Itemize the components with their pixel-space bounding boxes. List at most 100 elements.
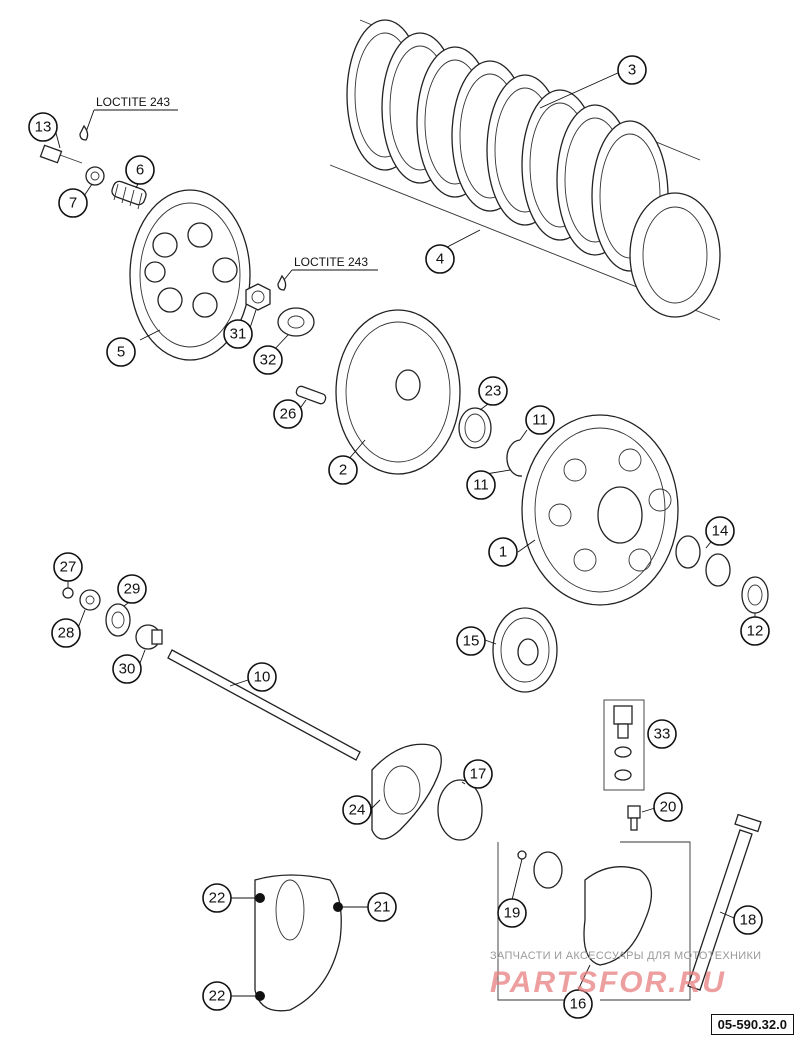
svg-text:23: 23 — [485, 383, 502, 400]
svg-text:11: 11 — [473, 477, 489, 494]
screw — [39, 144, 83, 164]
callout-16: 16 — [563, 989, 593, 1019]
watermark-logo: PARTSFOR.RU — [490, 966, 726, 999]
callout-2: 2 — [328, 455, 358, 485]
bleed-screw — [627, 805, 641, 831]
svg-text:13: 13 — [35, 119, 52, 136]
svg-text:30: 30 — [119, 661, 136, 678]
callout-10: 10 — [247, 662, 277, 692]
svg-text:27: 27 — [60, 559, 77, 576]
primary-gear — [492, 607, 558, 693]
axial-bearing — [105, 603, 131, 637]
callout-31: 31 — [223, 319, 253, 349]
callout-29: 29 — [117, 574, 147, 604]
callout-24: 24 — [342, 795, 372, 825]
svg-text:21: 21 — [374, 899, 391, 916]
callout-14: 14 — [705, 516, 735, 546]
pin — [295, 385, 327, 405]
loctite-label: LOCTITE 243 — [294, 255, 368, 269]
pressure-piece — [135, 624, 163, 650]
callout-1: 1 — [488, 537, 518, 567]
callout-26: 26 — [273, 399, 303, 429]
svg-text:33: 33 — [654, 726, 671, 743]
loctite-note-1: LOCTITE 243 — [79, 95, 178, 141]
gasket — [371, 743, 442, 840]
svg-text:26: 26 — [280, 406, 297, 423]
svg-text:18: 18 — [740, 912, 757, 929]
callout-11b: 11 — [466, 470, 496, 500]
watermark-tagline: ЗАПЧАСТИ И АКСЕССУАРЫ ДЛЯ МОТОТЕХНИКИ — [490, 950, 762, 962]
callout-28: 28 — [51, 618, 81, 648]
svg-text:5: 5 — [117, 344, 125, 361]
loctite-label: LOCTITE 243 — [96, 95, 170, 109]
slave-cylinder-group — [497, 841, 691, 1001]
svg-text:15: 15 — [463, 633, 480, 650]
callout-23: 23 — [478, 376, 508, 406]
bleed-syringe — [687, 813, 762, 991]
svg-text:6: 6 — [136, 162, 144, 179]
pressure-plate — [129, 189, 251, 361]
nut — [245, 283, 271, 311]
push-rod — [167, 649, 361, 761]
svg-text:7: 7 — [69, 195, 77, 212]
callout-5: 5 — [106, 337, 136, 367]
svg-text:10: 10 — [254, 669, 271, 686]
svg-text:24: 24 — [349, 802, 366, 819]
spring — [111, 180, 147, 210]
callout-22a: 22 — [202, 883, 232, 913]
svg-text:1: 1 — [499, 544, 507, 561]
thrust-washer — [458, 407, 492, 449]
callout-27: 27 — [53, 552, 83, 582]
banjo-bolt-kit — [603, 699, 645, 791]
svg-text:31: 31 — [230, 326, 247, 343]
document-code: 05-590.32.0 — [710, 1014, 794, 1035]
svg-text:16: 16 — [570, 996, 587, 1013]
callout-21: 21 — [367, 892, 397, 922]
circlip-small — [62, 587, 74, 599]
bearing-washer — [741, 576, 769, 614]
circlip — [506, 439, 523, 477]
callout-15: 15 — [456, 626, 486, 656]
callout-4: 4 — [425, 244, 455, 274]
washer — [85, 166, 105, 186]
svg-text:29: 29 — [124, 581, 141, 598]
svg-text:19: 19 — [504, 905, 521, 922]
lock-washer — [277, 307, 315, 337]
svg-text:20: 20 — [660, 799, 677, 816]
o-ring — [437, 779, 483, 841]
needle-bearing — [675, 535, 731, 587]
callout-12: 12 — [740, 616, 770, 646]
svg-text:17: 17 — [470, 766, 487, 783]
inner-clutch-hub — [335, 309, 461, 475]
loctite-note-2: LOCTITE 243 — [277, 255, 378, 291]
svg-text:12: 12 — [747, 623, 764, 640]
callout-17: 17 — [463, 759, 493, 789]
svg-text:22: 22 — [209, 890, 226, 907]
svg-text:14: 14 — [712, 523, 729, 540]
svg-text:3: 3 — [628, 62, 636, 79]
svg-text:11: 11 — [532, 412, 548, 429]
callout-30: 30 — [112, 654, 142, 684]
callout-22b: 22 — [202, 981, 232, 1011]
svg-text:22: 22 — [209, 988, 226, 1005]
callout-33: 33 — [647, 719, 677, 749]
svg-text:2: 2 — [339, 462, 347, 479]
callout-20: 20 — [653, 792, 683, 822]
callout-6: 6 — [125, 155, 155, 185]
callout-32: 32 — [253, 345, 283, 375]
clutch-plate-stack — [329, 19, 721, 321]
svg-text:28: 28 — [58, 625, 75, 642]
svg-text:4: 4 — [436, 251, 444, 268]
callout-3: 3 — [617, 55, 647, 85]
callout-19: 19 — [497, 898, 527, 928]
callout-18: 18 — [733, 905, 763, 935]
callout-7: 7 — [58, 188, 88, 218]
clutch-cover — [254, 874, 343, 1012]
shim — [79, 589, 101, 611]
callout-13: 13 — [28, 112, 58, 142]
callout-11a: 11 — [525, 405, 555, 435]
clutch-basket — [521, 414, 679, 606]
svg-text:32: 32 — [260, 352, 277, 369]
leader-lines — [55, 71, 756, 997]
